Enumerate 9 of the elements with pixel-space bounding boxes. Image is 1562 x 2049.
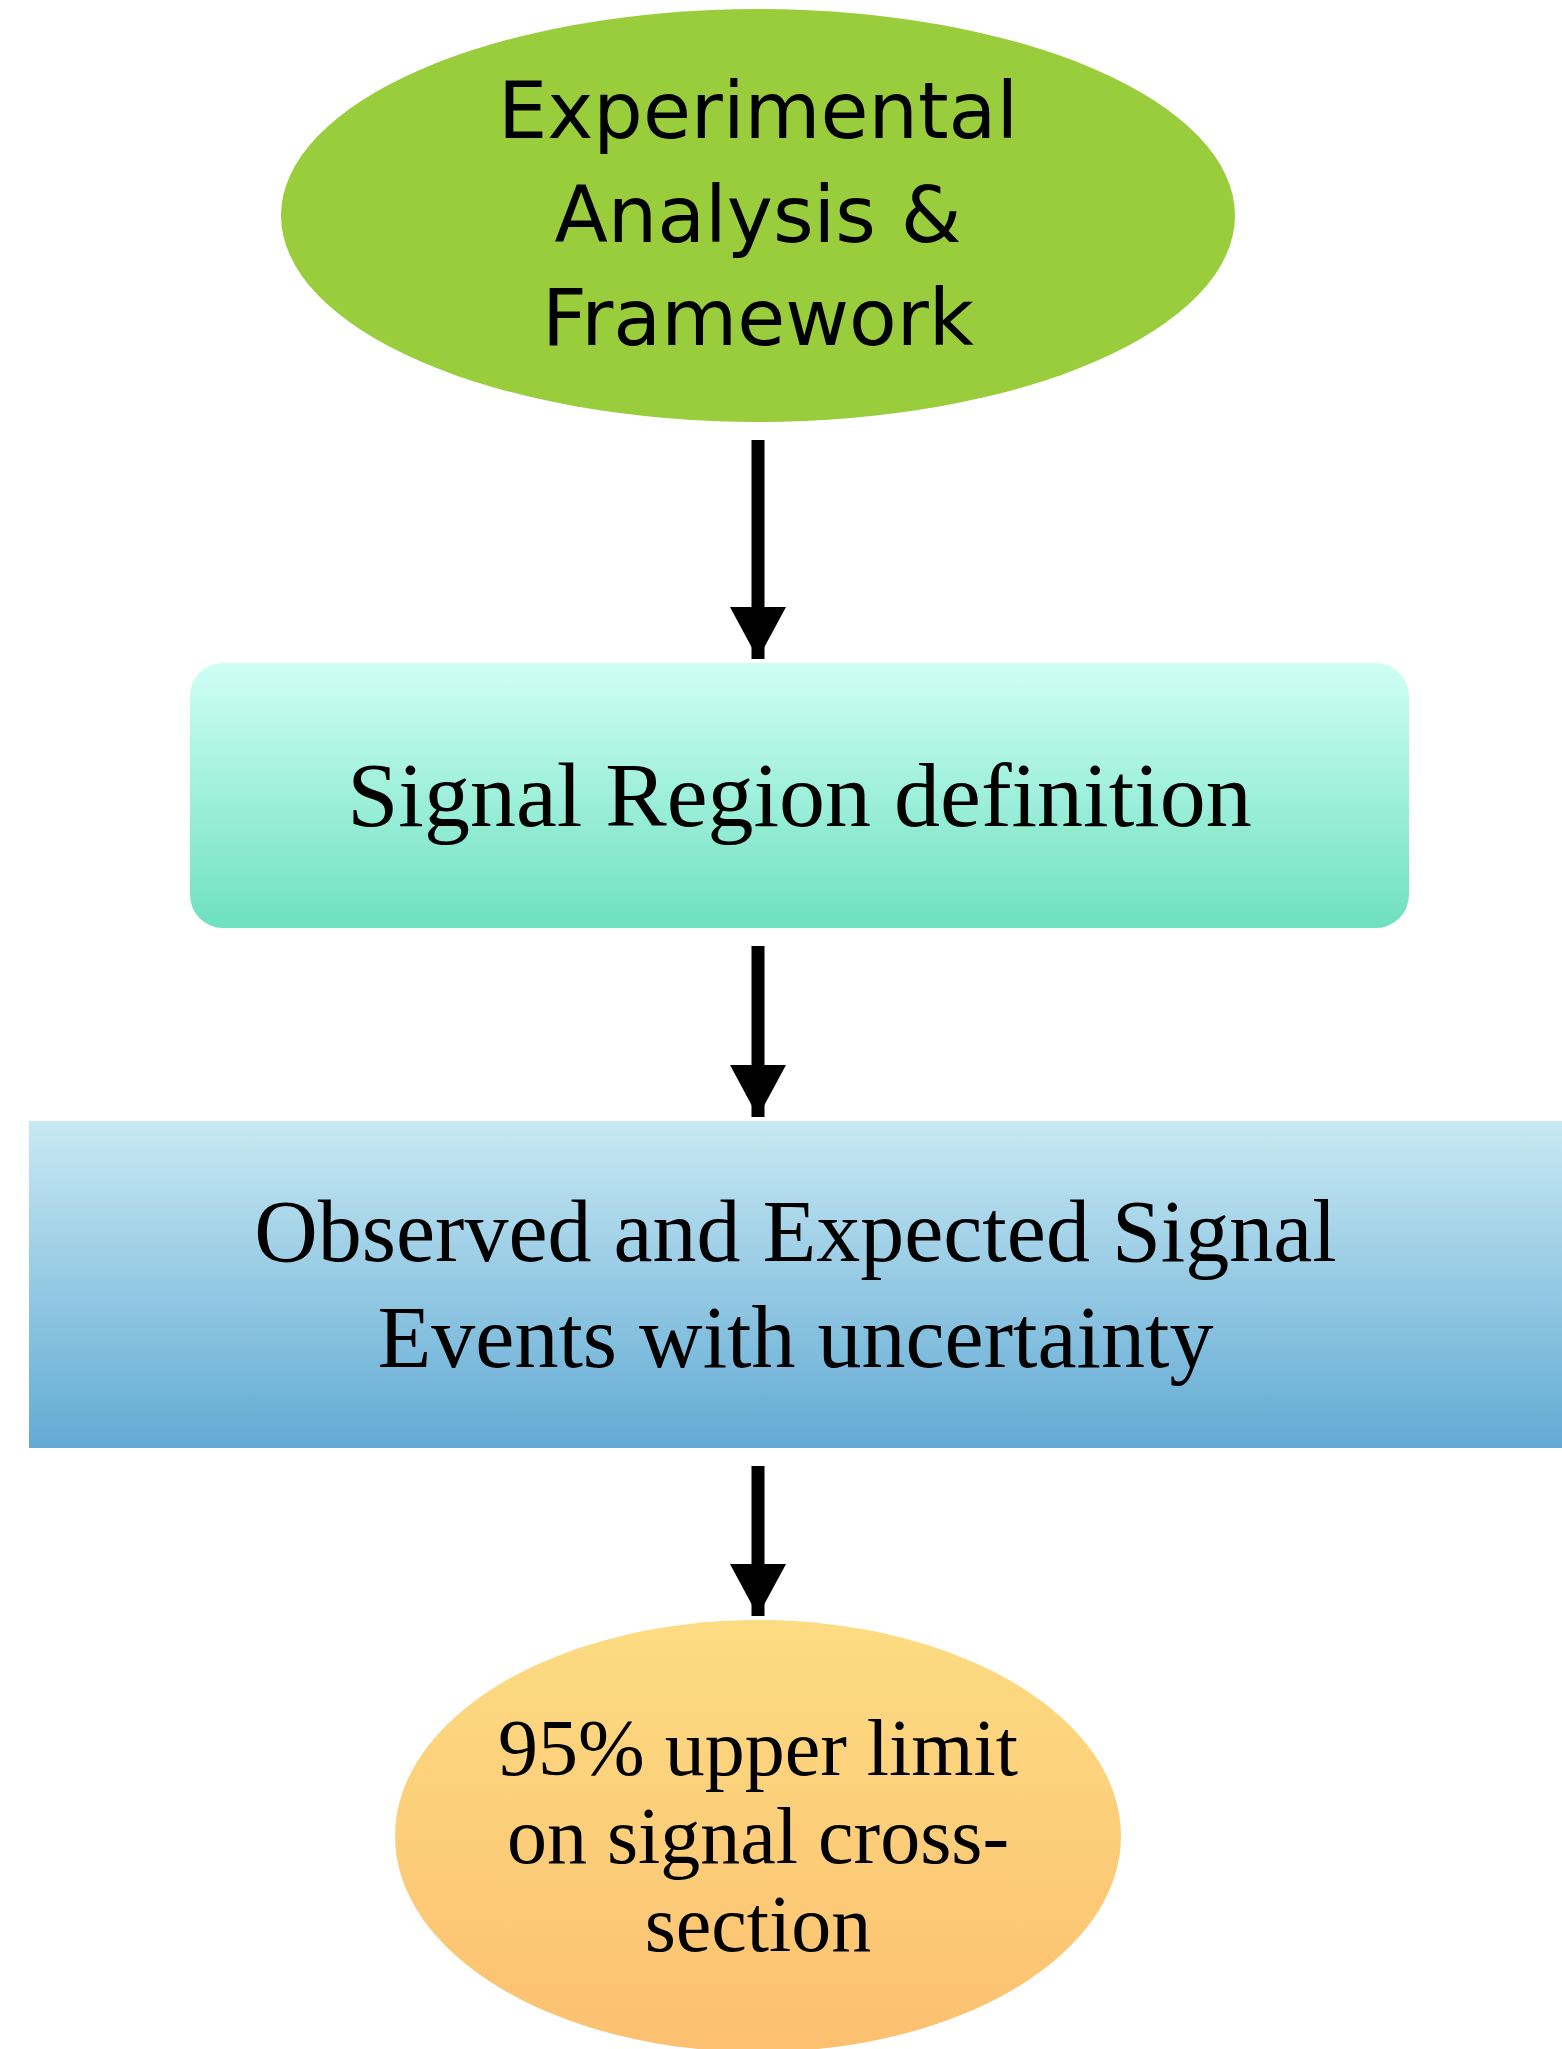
arrow	[730, 440, 786, 659]
node-label: Observed and Expected Signal Events with uncertainty	[253, 1181, 1338, 1388]
process-band	[29, 1121, 1562, 1448]
node-label: Signal Region definition	[347, 743, 1252, 849]
arrow	[730, 946, 786, 1117]
arrow	[730, 1466, 786, 1616]
node-label: 95% upper limit on signal cross-section	[497, 1704, 1019, 1968]
node-label: Experimental Analysis & Framework	[496, 64, 1020, 366]
process-box	[190, 663, 1409, 928]
